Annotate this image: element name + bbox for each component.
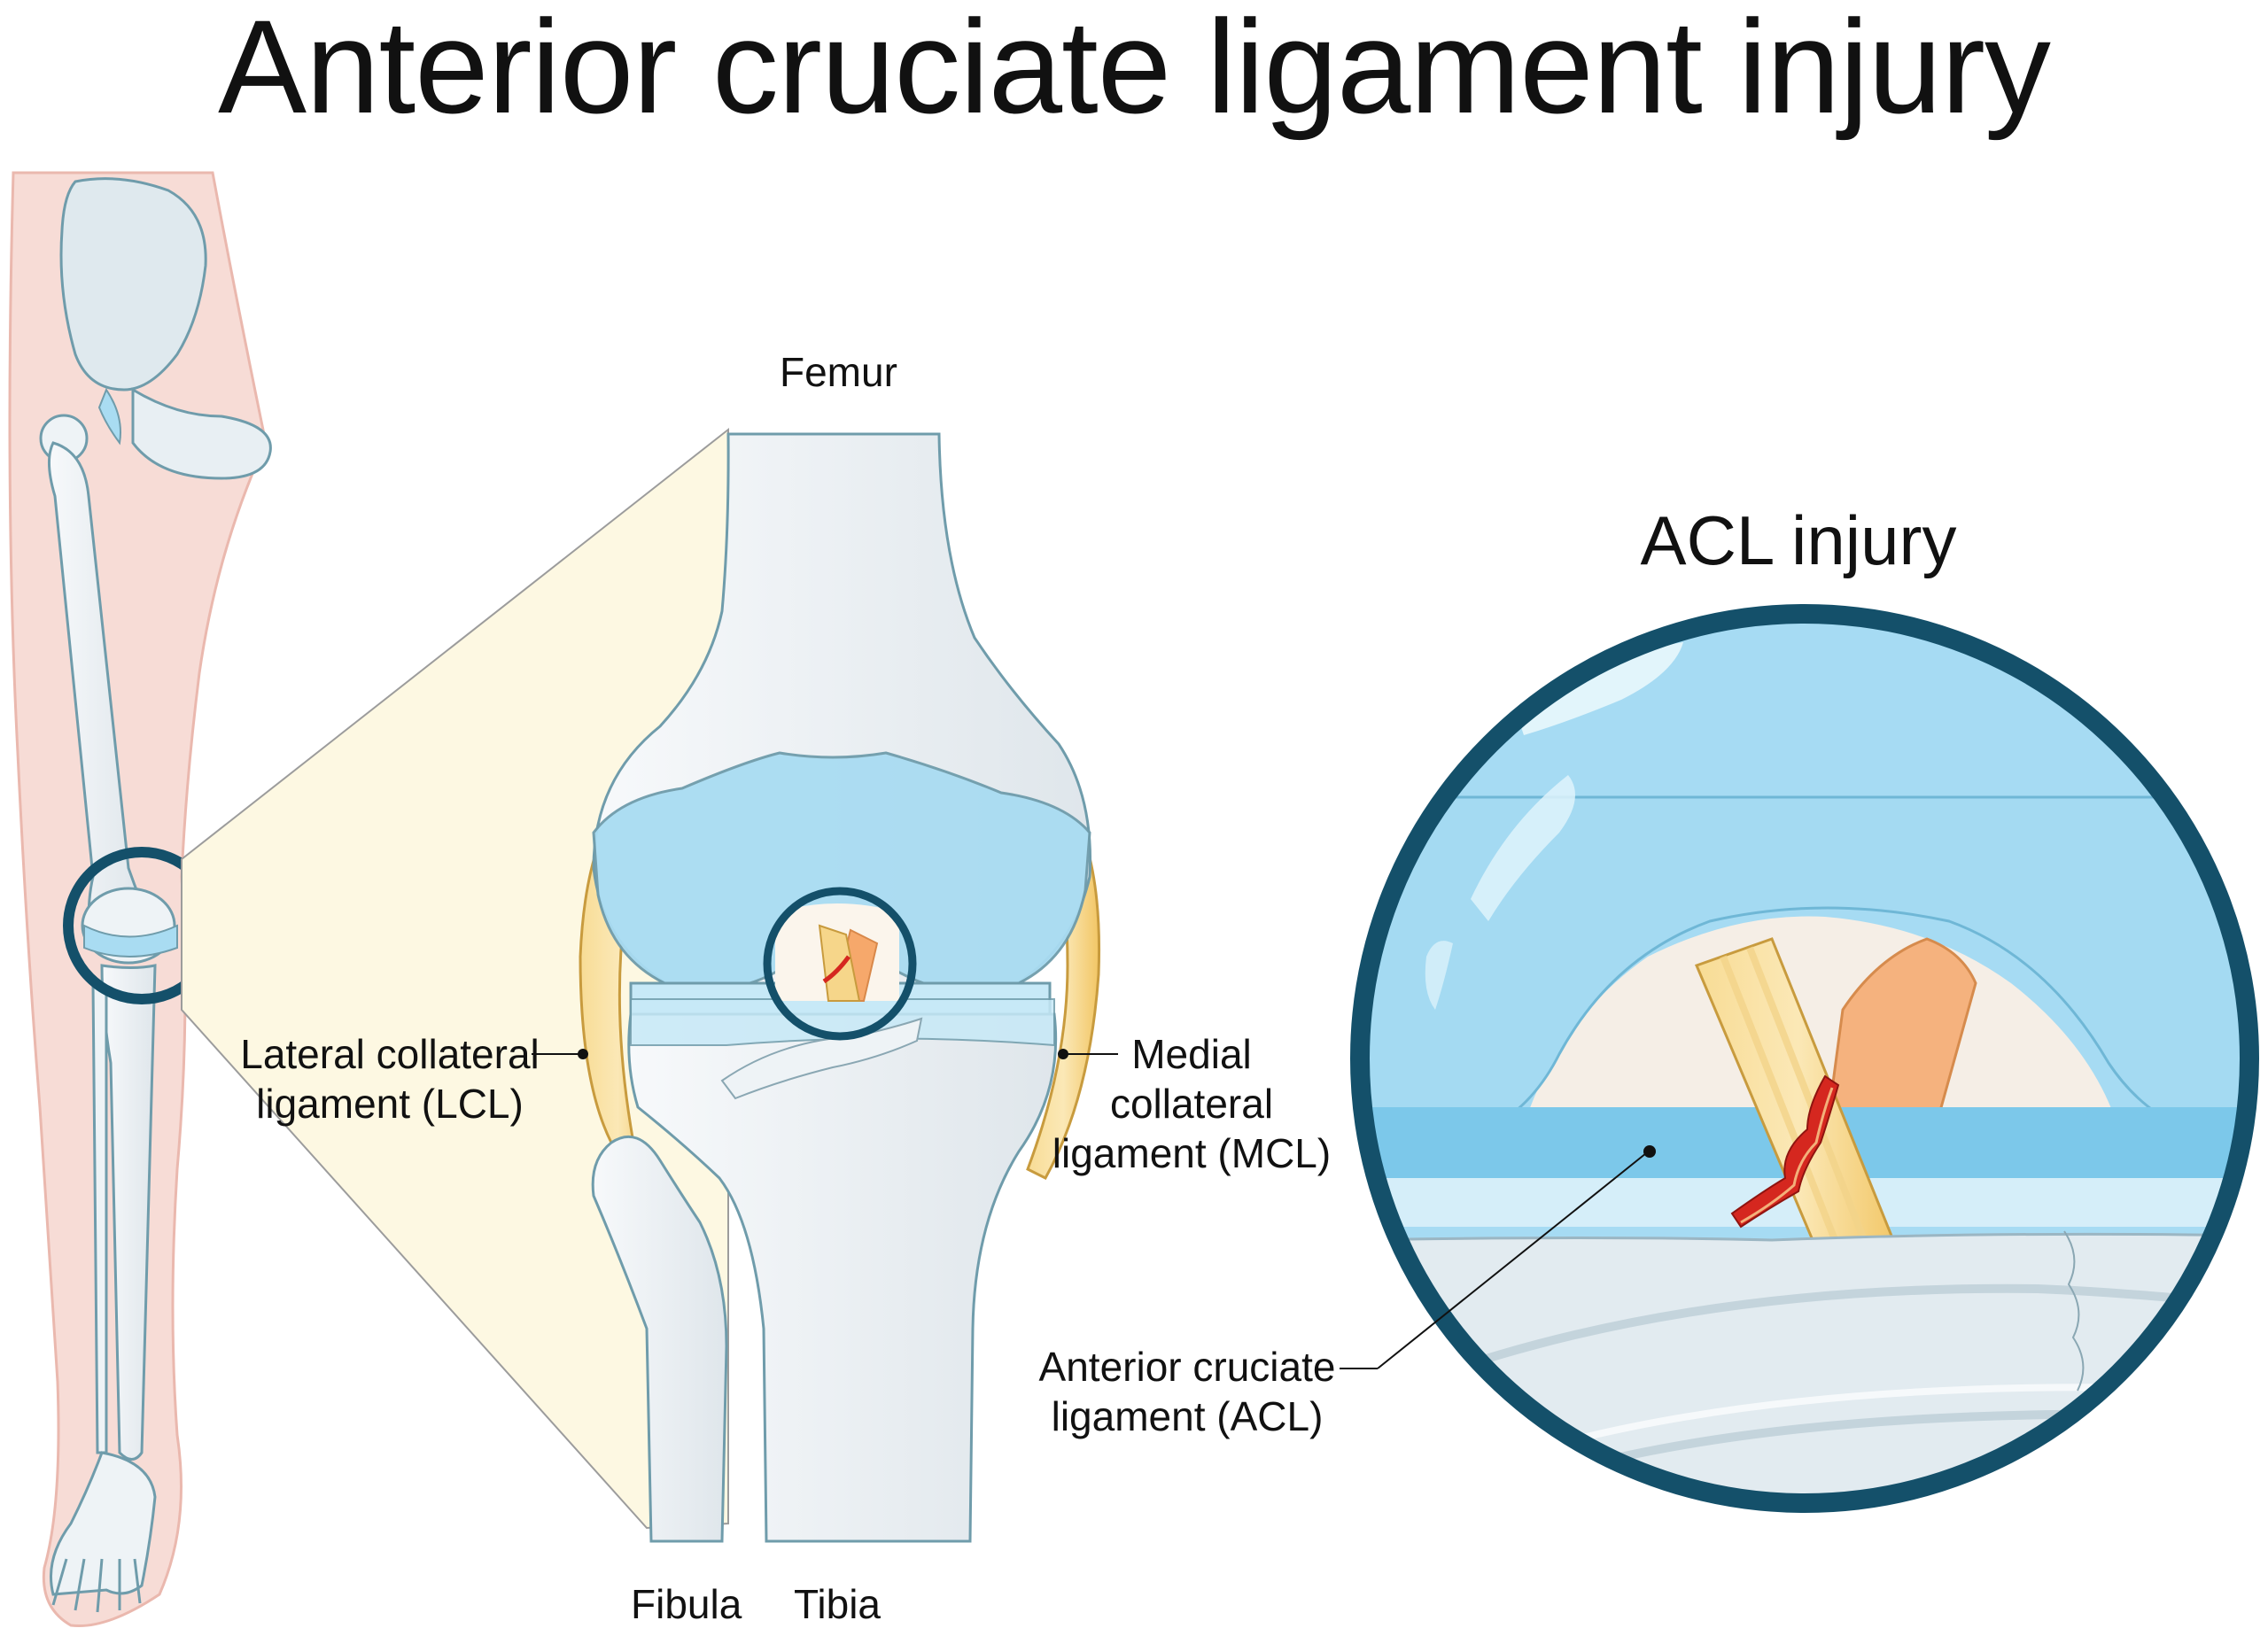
label-mcl-line-2: collateral xyxy=(1109,1081,1274,1127)
label-tibia: Tibia xyxy=(794,1581,881,1627)
acl-tear xyxy=(1730,1074,1840,1229)
label-mcl: Medial collateral ligament (MCL) xyxy=(1050,1029,1333,1178)
pelvis xyxy=(59,177,207,392)
tibia-bone xyxy=(627,1012,1058,1543)
label-mcl-line-1: Medial xyxy=(1131,1031,1252,1077)
label-femur: Femur xyxy=(780,349,897,395)
acl-injury-inset xyxy=(1340,604,2259,1513)
label-fibula: Fibula xyxy=(631,1581,742,1627)
label-mcl-line-3: ligament (MCL) xyxy=(1052,1130,1332,1176)
knee-joint xyxy=(532,432,1118,1543)
fibula-bone xyxy=(591,1135,728,1543)
posterior-cruciate-ligament xyxy=(1823,937,1977,1144)
label-acl-line-1: Anterior cruciate xyxy=(1038,1344,1336,1390)
label-lcl-line-1: Lateral collateral xyxy=(240,1031,540,1077)
acl-loupe xyxy=(763,887,917,1041)
acl-small xyxy=(818,924,861,1002)
femoral-condyle-inset xyxy=(1363,795,2246,1144)
label-lcl-line-2: ligament (LCL) xyxy=(256,1081,524,1127)
inset-ring xyxy=(1350,604,2259,1513)
label-acl-line-2: ligament (ACL) xyxy=(1051,1393,1324,1439)
leg-illustration xyxy=(8,171,272,1628)
inset-title: ACL injury xyxy=(1640,501,1957,579)
page-title: Anterior cruciate ligament injury xyxy=(218,0,2051,141)
label-lcl: Lateral collateral ligament (LCL) xyxy=(239,1029,540,1128)
label-acl: Anterior cruciate ligament (ACL) xyxy=(1037,1342,1338,1441)
foot-bones xyxy=(50,1451,157,1596)
